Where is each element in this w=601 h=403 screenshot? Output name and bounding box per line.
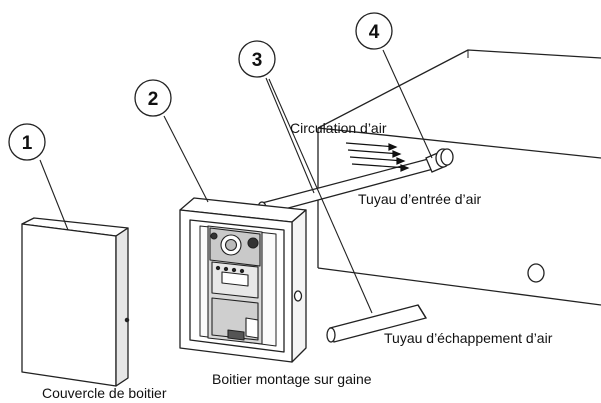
box-cover xyxy=(21,217,130,387)
callout-4: 4 xyxy=(355,12,393,50)
callout-2: 2 xyxy=(134,79,172,117)
label-inlet-pipe: Tuyau d’entrée d’air xyxy=(358,191,482,207)
leader-lines xyxy=(39,49,433,314)
exhaust-pipe xyxy=(326,304,428,343)
airflow-arrows xyxy=(345,142,410,172)
callout-4-number: 4 xyxy=(369,22,380,43)
label-mounting-box: Boitier montage sur gaine xyxy=(212,371,372,387)
callout-3: 3 xyxy=(238,40,276,78)
inlet-nozzle xyxy=(425,148,454,173)
callout-1-number: 1 xyxy=(22,133,33,154)
label-box-cover: Couvercle de boitier xyxy=(42,385,167,401)
duct-hole xyxy=(527,263,545,283)
callout-3-number: 3 xyxy=(252,50,263,71)
label-airflow: Circulation d’air xyxy=(290,120,387,136)
callout-2-number: 2 xyxy=(148,89,159,110)
callout-1: 1 xyxy=(8,123,46,161)
intercom-panel xyxy=(207,225,263,345)
label-exhaust-pipe: Tuyau d’échappement d’air xyxy=(384,330,553,346)
